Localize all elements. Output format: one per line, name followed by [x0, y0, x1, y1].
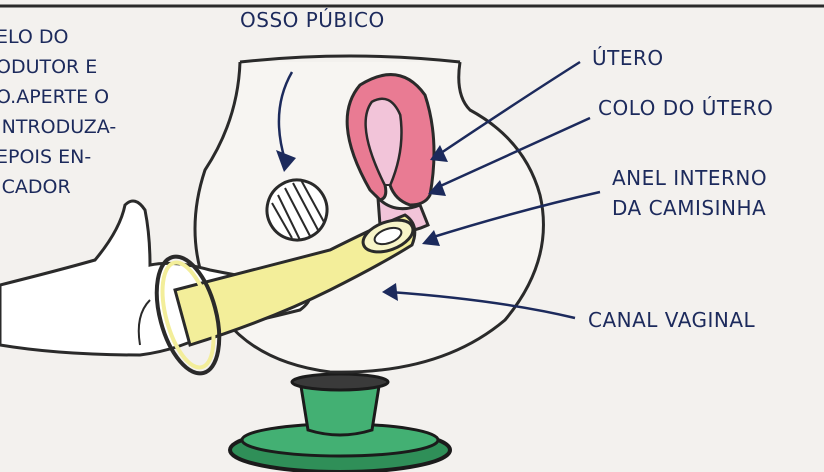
- instruction-line: INTRODUZA-: [0, 112, 116, 142]
- instruction-line: ICADOR: [0, 172, 116, 202]
- label-utero: ÚTERO: [592, 46, 664, 70]
- label-colo-do-utero: COLO DO ÚTERO: [598, 96, 773, 120]
- label-osso-pubico: OSSO PÚBICO: [240, 8, 385, 32]
- model-stand: [230, 374, 450, 472]
- instruction-line: ELO DO: [0, 22, 116, 52]
- pelvis-rim: [240, 56, 460, 62]
- label-canal-vaginal: CANAL VAGINAL: [588, 308, 755, 332]
- label-anel-interno-line2: DA CAMISINHA: [612, 196, 766, 220]
- instruction-text: ELO DO ODUTOR E O.APERTE O INTRODUZA- EP…: [0, 22, 116, 202]
- instruction-line: O.APERTE O: [0, 82, 116, 112]
- label-anel-interno-line1: ANEL INTERNO: [612, 166, 767, 190]
- instruction-line: ODUTOR E: [0, 52, 116, 82]
- instruction-line: EPOIS EN-: [0, 142, 116, 172]
